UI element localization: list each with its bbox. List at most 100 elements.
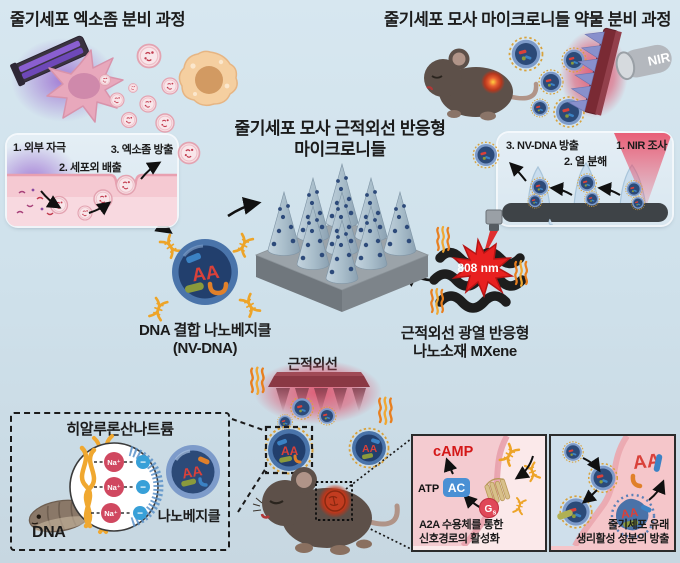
burst-label: 808 nm [457, 261, 498, 275]
needle-detail-art [502, 133, 672, 225]
release-box: AA AA 줄기세포 유래 생리활성 성분의 방출 [549, 434, 676, 552]
ionic-bonds [91, 461, 135, 514]
exosome-detail-box: 1. 외부 자극 3. 엑소좀 방출 2. 세포외 배출 [7, 135, 177, 226]
vesicle-letters: AA [281, 444, 299, 458]
signaling-caption-line1: A2A 수용체를 통한 [419, 519, 504, 531]
nanovesicle-label: 나노베지클 [157, 508, 221, 524]
arrow-nvdna-to-array [227, 196, 262, 218]
wound-site [481, 70, 505, 94]
released-exosome-icon [177, 141, 201, 165]
minus-label: − [140, 483, 146, 494]
signaling-art: G s AC ATP cAMP [413, 436, 541, 546]
top-left-title: 줄기세포 엑소좀 분비 과정 [10, 11, 186, 29]
needle-step3: 3. NV-DNA 방출 [506, 140, 579, 152]
magnifier-dashed-square [264, 425, 314, 475]
gs-protein-icon [479, 498, 499, 518]
hyaluronate-art: Na⁺ Na⁺ Na⁺ − − − AA [28, 434, 220, 534]
signaling-caption: A2A 수용체를 통한 신호경로의 활성화 [419, 519, 503, 546]
minus-label: − [140, 458, 146, 469]
nanovesicle-icon: AA [166, 445, 220, 499]
mxene-label: 근적외선 광열 반응형 나노소재 MXene [395, 325, 535, 361]
ac-label: AC [448, 481, 466, 495]
main-title-line1: 줄기세포 모사 근적외선 반응형 [234, 119, 446, 138]
wound-dotted-square [315, 481, 353, 521]
mxene-label-line2: 나노소재 MXene [413, 343, 517, 360]
exosome-step2: 2. 세포외 배출 [59, 162, 122, 174]
dna-helix-icon [238, 292, 262, 318]
target-cell-icon [178, 50, 238, 107]
anion-charges: − − − [133, 455, 150, 520]
nir-source-icon: NIR [615, 44, 672, 81]
exosome-secretion-scene [10, 35, 238, 133]
needle-detail-box: 3. NV-DNA 방출 1. NIR 조사 2. 열 분해 [498, 133, 672, 225]
hyaluronate-title: 히알루론산나트륨 [66, 421, 174, 438]
burst-icon: 808 nm [451, 237, 515, 299]
needle-step2: 2. 열 분해 [564, 156, 607, 168]
exosome-detail-art [7, 141, 177, 226]
released-nanovesicle-icon [472, 141, 500, 169]
camp-label: cAMP [433, 444, 474, 460]
callout-dashed-line-top [231, 418, 267, 432]
applied-patch-icon [268, 376, 370, 387]
mxene-group: 808 nm [429, 209, 529, 315]
main-title-line2: 마이크로니들 [294, 140, 386, 159]
na-label: Na⁺ [107, 458, 121, 467]
release-caption-line2: 생리활성 성분의 방출 [576, 532, 669, 545]
a2a-receptor-icon [484, 477, 511, 505]
sodium-ions: Na⁺ Na⁺ Na⁺ [101, 452, 124, 523]
heat-waves-icon [430, 287, 445, 315]
top-right-title: 줄기세포 모사 마이크로니들 약물 분비 과정 [384, 11, 671, 29]
treated-mouse-icon [252, 467, 400, 555]
release-art: AA AA [551, 436, 666, 546]
gs-sub-label: s [493, 510, 497, 517]
nir-patch-scene [250, 360, 393, 425]
nv-dna-label-line2: (NV-DNA) [172, 340, 238, 357]
exosome-step3: 3. 엑소좀 방출 [110, 144, 174, 156]
hyaluronate-box: 히알루론산나트륨 [10, 412, 230, 551]
release-caption-line1: 줄기세포 유래 [608, 519, 669, 531]
dna-helix-icon [148, 296, 169, 322]
ac-enzyme-icon [443, 478, 470, 497]
exosome-step1: 1. 외부 자극 [13, 142, 66, 154]
nir-source-label: NIR [646, 49, 672, 68]
cell-membrane [572, 436, 630, 546]
na-label: Na⁺ [107, 483, 121, 492]
vesicle-letters: AA [362, 443, 378, 455]
na-label: Na⁺ [104, 509, 118, 518]
vesicle-letters: AA [181, 462, 204, 481]
signaling-caption-line2: 신호경로의 활성화 [419, 532, 500, 545]
magnified-vesicle-icon: AA [264, 425, 314, 475]
dna-label: DNA [32, 524, 66, 541]
signaling-box: G s AC ATP cAMP A2A 수용체를 통한 신호경로의 활성화 [411, 434, 547, 552]
gs-label: G [485, 504, 493, 515]
nv-dna-label-line1: DNA 결합 나노베지클 [138, 322, 272, 339]
vesicle-icon: AA [348, 427, 390, 469]
bursting-vesicle-icon: AA [610, 493, 656, 539]
nir-beam [614, 133, 672, 207]
vesicle-letters: AA [620, 505, 639, 521]
mouse-icon [424, 48, 539, 121]
microneedle-patch-icon [567, 27, 622, 116]
mxene-label-line1: 근적외선 광열 반응형 [400, 325, 530, 342]
patch-base [502, 203, 668, 222]
stem-cell-icon [46, 49, 124, 123]
uv-lamp-icon [10, 35, 89, 87]
callout-dotted-line-bottom [345, 516, 412, 550]
bioactive-letters-icon: AA [557, 450, 663, 520]
minus-label: − [137, 509, 143, 520]
dna-helix-icon [232, 232, 255, 258]
microneedle-delivery-scene: NIR [424, 27, 672, 128]
heat-waves-icon [436, 225, 451, 253]
dna-helix-icon [523, 461, 541, 483]
vesicle-letters: AA [191, 262, 221, 287]
hyaluronate-strand [79, 445, 97, 529]
dna-helix-icon [512, 497, 527, 516]
nv-dna-label: DNA 결합 나노베지클 (NV-DNA) [110, 322, 300, 358]
needle-step1: 1. NIR 조사 [616, 140, 667, 152]
nv-dna-vesicle-icon: AA [148, 232, 262, 322]
cargo-molecules [16, 188, 54, 216]
main-title: 줄기세포 모사 근적외선 반응형 마이크로니들 [185, 118, 495, 160]
release-caption: 줄기세포 유래 생리활성 성분의 방출 [576, 519, 669, 546]
vesicle-cluster: AA AA [264, 398, 390, 475]
